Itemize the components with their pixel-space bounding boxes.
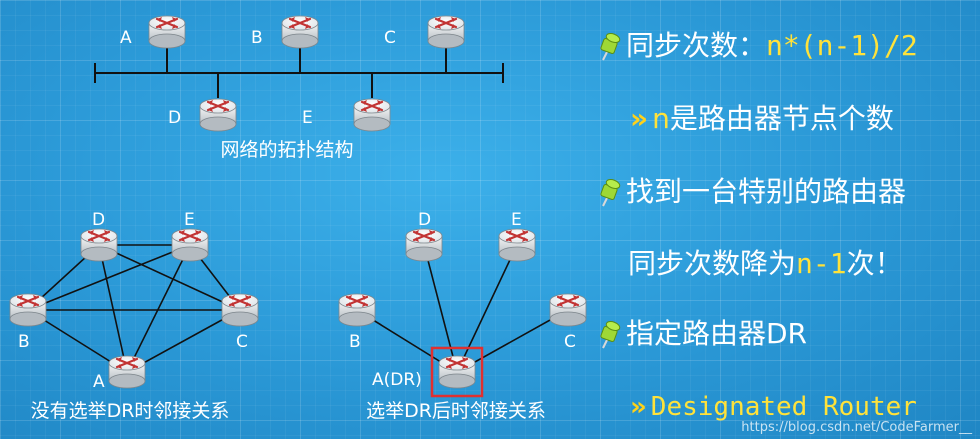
designated-text: 指定路由器DR: [626, 317, 808, 350]
find-router-text: 找到一台特别的路由器: [626, 175, 907, 208]
node-label-b: B: [349, 332, 361, 352]
node-label-c: C: [564, 332, 576, 352]
router-icon: [426, 14, 466, 50]
router-icon: [437, 354, 477, 390]
node-label-e: E: [511, 210, 522, 230]
router-icon: [198, 97, 238, 133]
router-icon: [404, 227, 444, 263]
n-variable: n: [652, 102, 670, 135]
node-label-a-dr: A(DR): [372, 370, 422, 390]
pushpin-icon: [600, 179, 621, 207]
node-label-b: B: [18, 332, 30, 352]
router-icon: [280, 14, 320, 50]
double-chevron-icon: »: [630, 392, 647, 422]
router-icon: [107, 354, 147, 390]
bullet-find-router: 找到一台特别的路由器: [596, 172, 906, 212]
node-label-e: E: [302, 108, 313, 128]
node-label-a: A: [93, 372, 105, 392]
n-description: 是路由器节点个数: [669, 102, 894, 135]
node-label-d: D: [92, 210, 105, 230]
node-label-c: C: [236, 332, 248, 352]
topology-caption: 网络的拓扑结构: [220, 139, 353, 161]
reduce-prefix: 同步次数降为: [628, 247, 797, 280]
bus-topology: A B C D E 网络的拓扑结构: [94, 14, 504, 161]
double-chevron-icon: »: [630, 102, 648, 135]
reduce-suffix: 次！: [846, 247, 903, 280]
router-icon: [220, 292, 260, 328]
router-icon: [79, 227, 119, 263]
router-icon: [497, 227, 537, 263]
node-label-b: B: [251, 28, 263, 48]
mesh-caption: 没有选举DR时邻接关系: [31, 400, 230, 422]
dr-star-diagram: D E B C A(DR) 选举DR后时邻接关系: [337, 210, 588, 422]
bullet-reduce: 同步次数降为n-1次！: [628, 244, 903, 284]
watermark: https://blog.csdn.net/CodeFarmer__: [741, 420, 972, 435]
router-icon: [8, 292, 48, 328]
pushpin-icon: [600, 321, 621, 349]
node-label-e: E: [184, 210, 195, 230]
full-mesh-diagram: D E B C A 没有选举DR时邻接关系: [8, 210, 260, 422]
router-icon: [170, 227, 210, 263]
sync-label: 同步次数：: [626, 29, 767, 62]
node-label-d: D: [168, 108, 181, 128]
router-icon: [147, 14, 187, 50]
bullet-sync-count: 同步次数：n*(n-1)/2: [596, 26, 918, 66]
router-icon: [337, 292, 377, 328]
node-label-c: C: [384, 28, 396, 48]
node-label-d: D: [418, 210, 431, 230]
dr-caption: 选举DR后时邻接关系: [366, 400, 546, 422]
bullet-n-desc: »n是路由器节点个数: [630, 99, 894, 139]
router-icon: [548, 292, 588, 328]
bullet-designated: 指定路由器DR: [596, 314, 807, 354]
reduce-value: n-1: [796, 247, 847, 280]
bullet-designated-en: »Designated Router: [630, 387, 917, 427]
node-label-a: A: [120, 28, 132, 48]
dr-highlight-box: [430, 346, 484, 398]
pushpin-icon: [600, 33, 621, 61]
designated-en-text: Designated Router: [650, 392, 917, 422]
router-icon: [352, 97, 392, 133]
sync-formula: n*(n-1)/2: [766, 29, 918, 62]
